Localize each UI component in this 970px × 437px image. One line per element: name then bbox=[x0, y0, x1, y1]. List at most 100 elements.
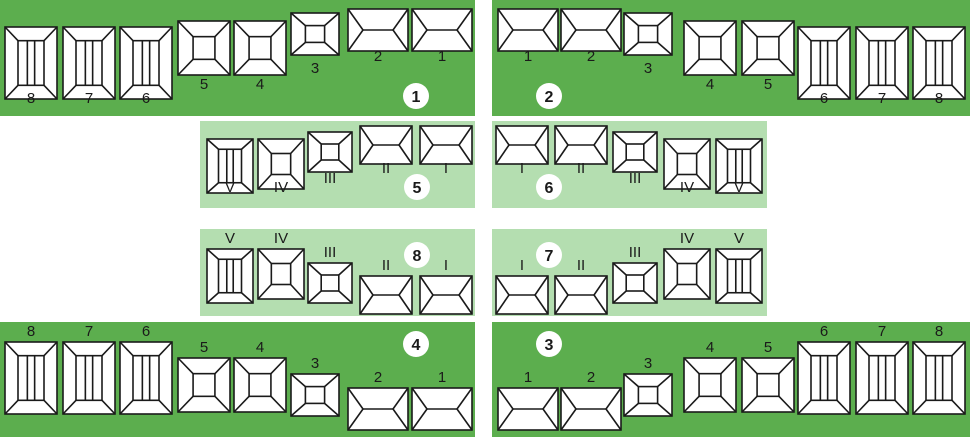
room-tile-door bbox=[912, 26, 966, 100]
room-tile-square bbox=[741, 357, 795, 413]
tile-label: 7 bbox=[878, 90, 886, 107]
room-tile-door bbox=[715, 138, 763, 194]
tile-label: 3 bbox=[644, 60, 652, 77]
panel-number-badge bbox=[404, 174, 430, 200]
tile-label: 4 bbox=[256, 339, 264, 356]
panel-number-badge bbox=[404, 242, 430, 268]
tile-label: 1 bbox=[438, 48, 446, 65]
panel-number-badge bbox=[536, 174, 562, 200]
room-tile-door bbox=[119, 26, 173, 100]
panel-number-badge bbox=[536, 83, 562, 109]
tile-label: 8 bbox=[27, 90, 35, 107]
room-tile-door bbox=[62, 26, 116, 100]
panel-number-badge bbox=[536, 331, 562, 357]
tile-label: 2 bbox=[587, 48, 595, 65]
tile-label: I bbox=[444, 257, 448, 274]
tile-label: 6 bbox=[820, 90, 828, 107]
panel-number: 2 bbox=[545, 89, 554, 106]
room-tile-door bbox=[912, 341, 966, 415]
tile-label: 8 bbox=[935, 323, 943, 340]
tile-label: 5 bbox=[200, 339, 208, 356]
room-tile-square bbox=[233, 20, 287, 76]
tile-label: 2 bbox=[374, 48, 382, 65]
room-tile-door bbox=[855, 26, 909, 100]
tile-label: 1 bbox=[524, 48, 532, 65]
tile-label: II bbox=[382, 160, 390, 177]
room-tile-door bbox=[855, 341, 909, 415]
tile-label: 4 bbox=[706, 76, 714, 93]
tile-label: III bbox=[629, 170, 642, 187]
room-tile-small bbox=[612, 262, 658, 304]
tile-label: II bbox=[577, 160, 585, 177]
tile-label: 7 bbox=[85, 323, 93, 340]
room-tile-wide bbox=[347, 387, 409, 431]
room-tile-wide bbox=[497, 387, 559, 431]
tile-label: 3 bbox=[311, 60, 319, 77]
panel-number: 4 bbox=[412, 337, 421, 354]
tile-label: 6 bbox=[142, 323, 150, 340]
room-tile-square bbox=[177, 20, 231, 76]
room-tile-square bbox=[683, 20, 737, 76]
room-tile-door bbox=[206, 248, 254, 304]
panel-number: 1 bbox=[412, 89, 421, 106]
room-tile-wide bbox=[495, 275, 549, 315]
tile-label: IV bbox=[274, 230, 288, 247]
room-tile-square bbox=[257, 248, 305, 300]
room-tile-wide bbox=[411, 8, 473, 52]
tile-label: 4 bbox=[706, 339, 714, 356]
tile-label: I bbox=[520, 160, 524, 177]
room-tile-door bbox=[797, 26, 851, 100]
tile-label: 3 bbox=[311, 355, 319, 372]
panel-number: 6 bbox=[545, 180, 554, 197]
panel-2: 1 2 3 4 5 6 7 8 2 bbox=[492, 0, 970, 116]
tile-label: 8 bbox=[27, 323, 35, 340]
room-tile-door bbox=[4, 341, 58, 415]
room-tile-square bbox=[233, 357, 287, 413]
panel-number: 5 bbox=[413, 180, 422, 197]
tile-label: III bbox=[324, 244, 337, 261]
room-tile-wide bbox=[411, 387, 473, 431]
room-tile-wide bbox=[419, 275, 473, 315]
tile-label: 1 bbox=[524, 369, 532, 386]
tile-label: V bbox=[734, 230, 744, 247]
room-tile-square bbox=[257, 138, 305, 190]
tile-label: IV bbox=[680, 230, 694, 247]
room-tile-square bbox=[177, 357, 231, 413]
tile-label: V bbox=[734, 179, 744, 196]
panel-number: 3 bbox=[545, 337, 554, 354]
panel-number-badge bbox=[403, 83, 429, 109]
room-tile-square bbox=[663, 138, 711, 190]
room-tile-wide bbox=[347, 8, 409, 52]
room-tile-wide bbox=[497, 8, 559, 52]
room-tile-door bbox=[119, 341, 173, 415]
tile-label: I bbox=[520, 257, 524, 274]
room-tile-square bbox=[741, 20, 795, 76]
tile-label: III bbox=[629, 244, 642, 261]
tile-label: II bbox=[382, 257, 390, 274]
tile-label: 7 bbox=[85, 90, 93, 107]
tile-label: 8 bbox=[935, 90, 943, 107]
room-tile-small bbox=[612, 131, 658, 173]
panel-number-badge bbox=[403, 331, 429, 357]
room-tile-wide bbox=[359, 125, 413, 165]
panel-number: 7 bbox=[545, 248, 554, 265]
tile-label: V bbox=[225, 230, 235, 247]
tile-label: 6 bbox=[142, 90, 150, 107]
room-tile-door bbox=[715, 248, 763, 304]
room-tile-wide bbox=[495, 125, 549, 165]
tile-label: 5 bbox=[764, 339, 772, 356]
tile-label: 5 bbox=[764, 76, 772, 93]
